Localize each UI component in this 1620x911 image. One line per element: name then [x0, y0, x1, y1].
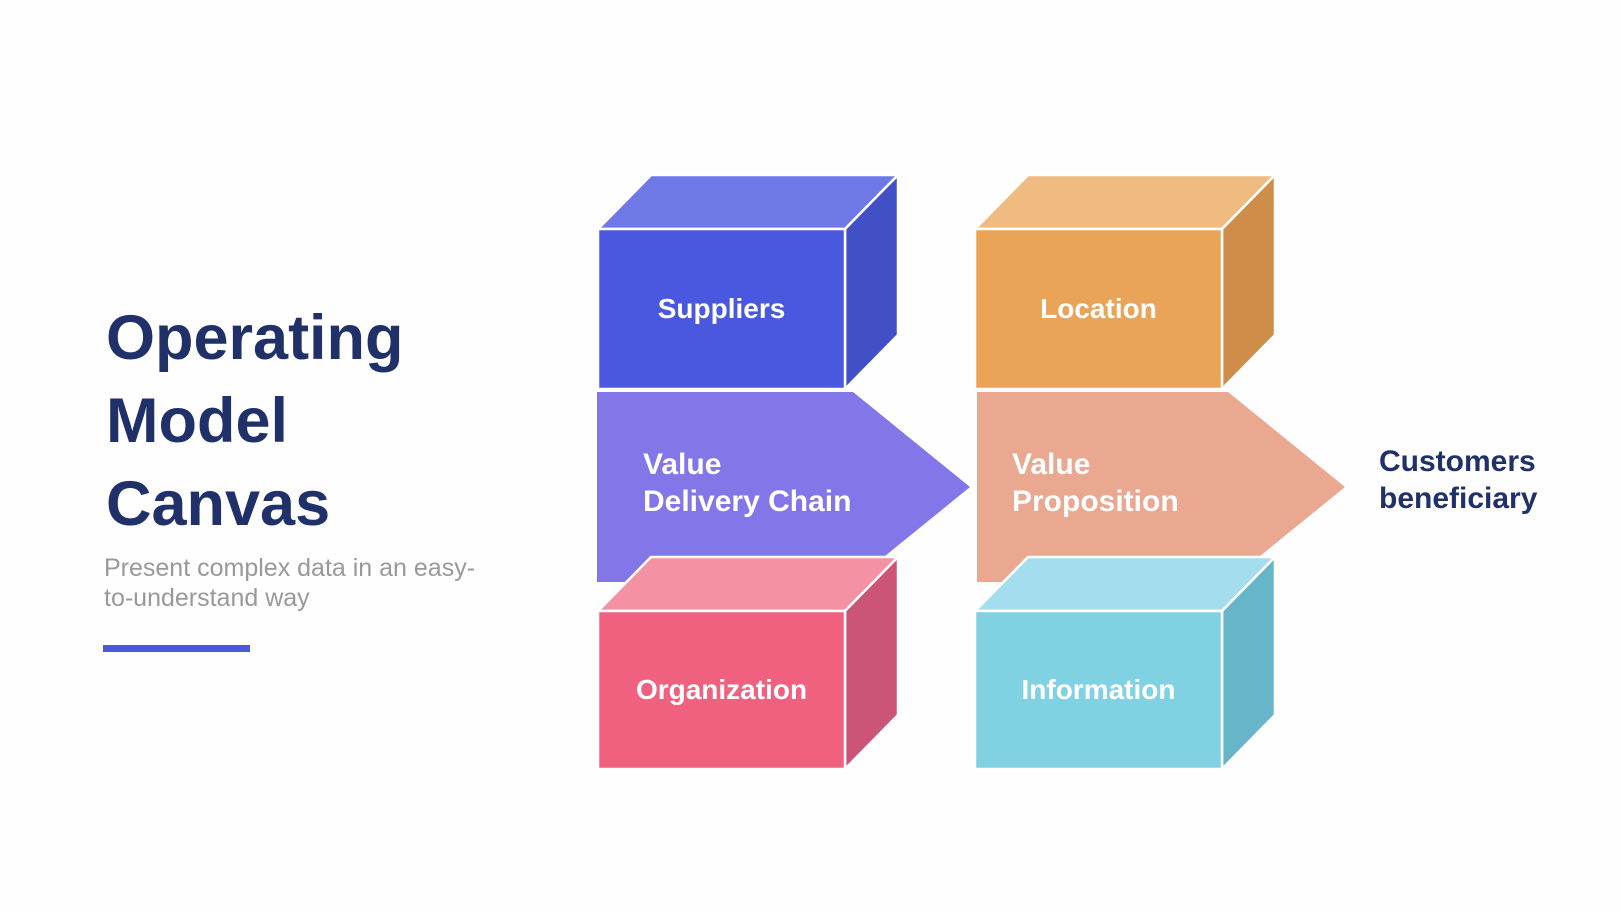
page-title: Operating Model Canvas	[106, 297, 404, 546]
subtitle-line: Present complex data in an easy-	[104, 554, 476, 582]
endpoint-label-line: Customers	[1379, 445, 1536, 478]
location-box-front-face	[973, 227, 1224, 391]
value-delivery-chain-arrow	[597, 392, 970, 582]
suppliers-box-label-text: Suppliers	[657, 293, 786, 324]
organization-box-label: Organization	[598, 611, 845, 769]
location-box-label-text: Location	[1040, 293, 1157, 324]
title-line: Operating	[106, 303, 404, 373]
accent-underline-bar	[103, 645, 250, 652]
arrow-label-line: Delivery Chain	[643, 485, 852, 518]
information-box-label: Information	[975, 611, 1222, 769]
value-proposition-arrow-label: Value Proposition	[1012, 446, 1179, 520]
title-line: Canvas	[106, 469, 331, 539]
page-subtitle: Present complex data in an easy- to-unde…	[104, 553, 475, 613]
arrow-label-line: Value	[1012, 448, 1091, 481]
arrow-label-line: Proposition	[1012, 485, 1179, 518]
organization-box-label-text: Organization	[635, 674, 808, 705]
customers-beneficiary-label: Customers beneficiary	[1379, 443, 1537, 517]
value-delivery-chain-arrow-label: Value Delivery Chain	[643, 446, 851, 520]
suppliers-box-label: Suppliers	[598, 229, 845, 389]
arrow-label-line: Value	[643, 448, 722, 481]
information-box-label-text: Information	[1021, 674, 1176, 705]
subtitle-line: to-understand way	[104, 584, 310, 612]
information-box-front-face	[973, 609, 1224, 771]
location-box-label: Location	[975, 229, 1222, 389]
title-line: Model	[106, 386, 288, 456]
value-proposition-arrow	[977, 392, 1345, 582]
organization-box-front-face	[596, 609, 847, 771]
suppliers-box-front-face	[596, 227, 847, 391]
endpoint-label-line: beneficiary	[1379, 482, 1538, 515]
